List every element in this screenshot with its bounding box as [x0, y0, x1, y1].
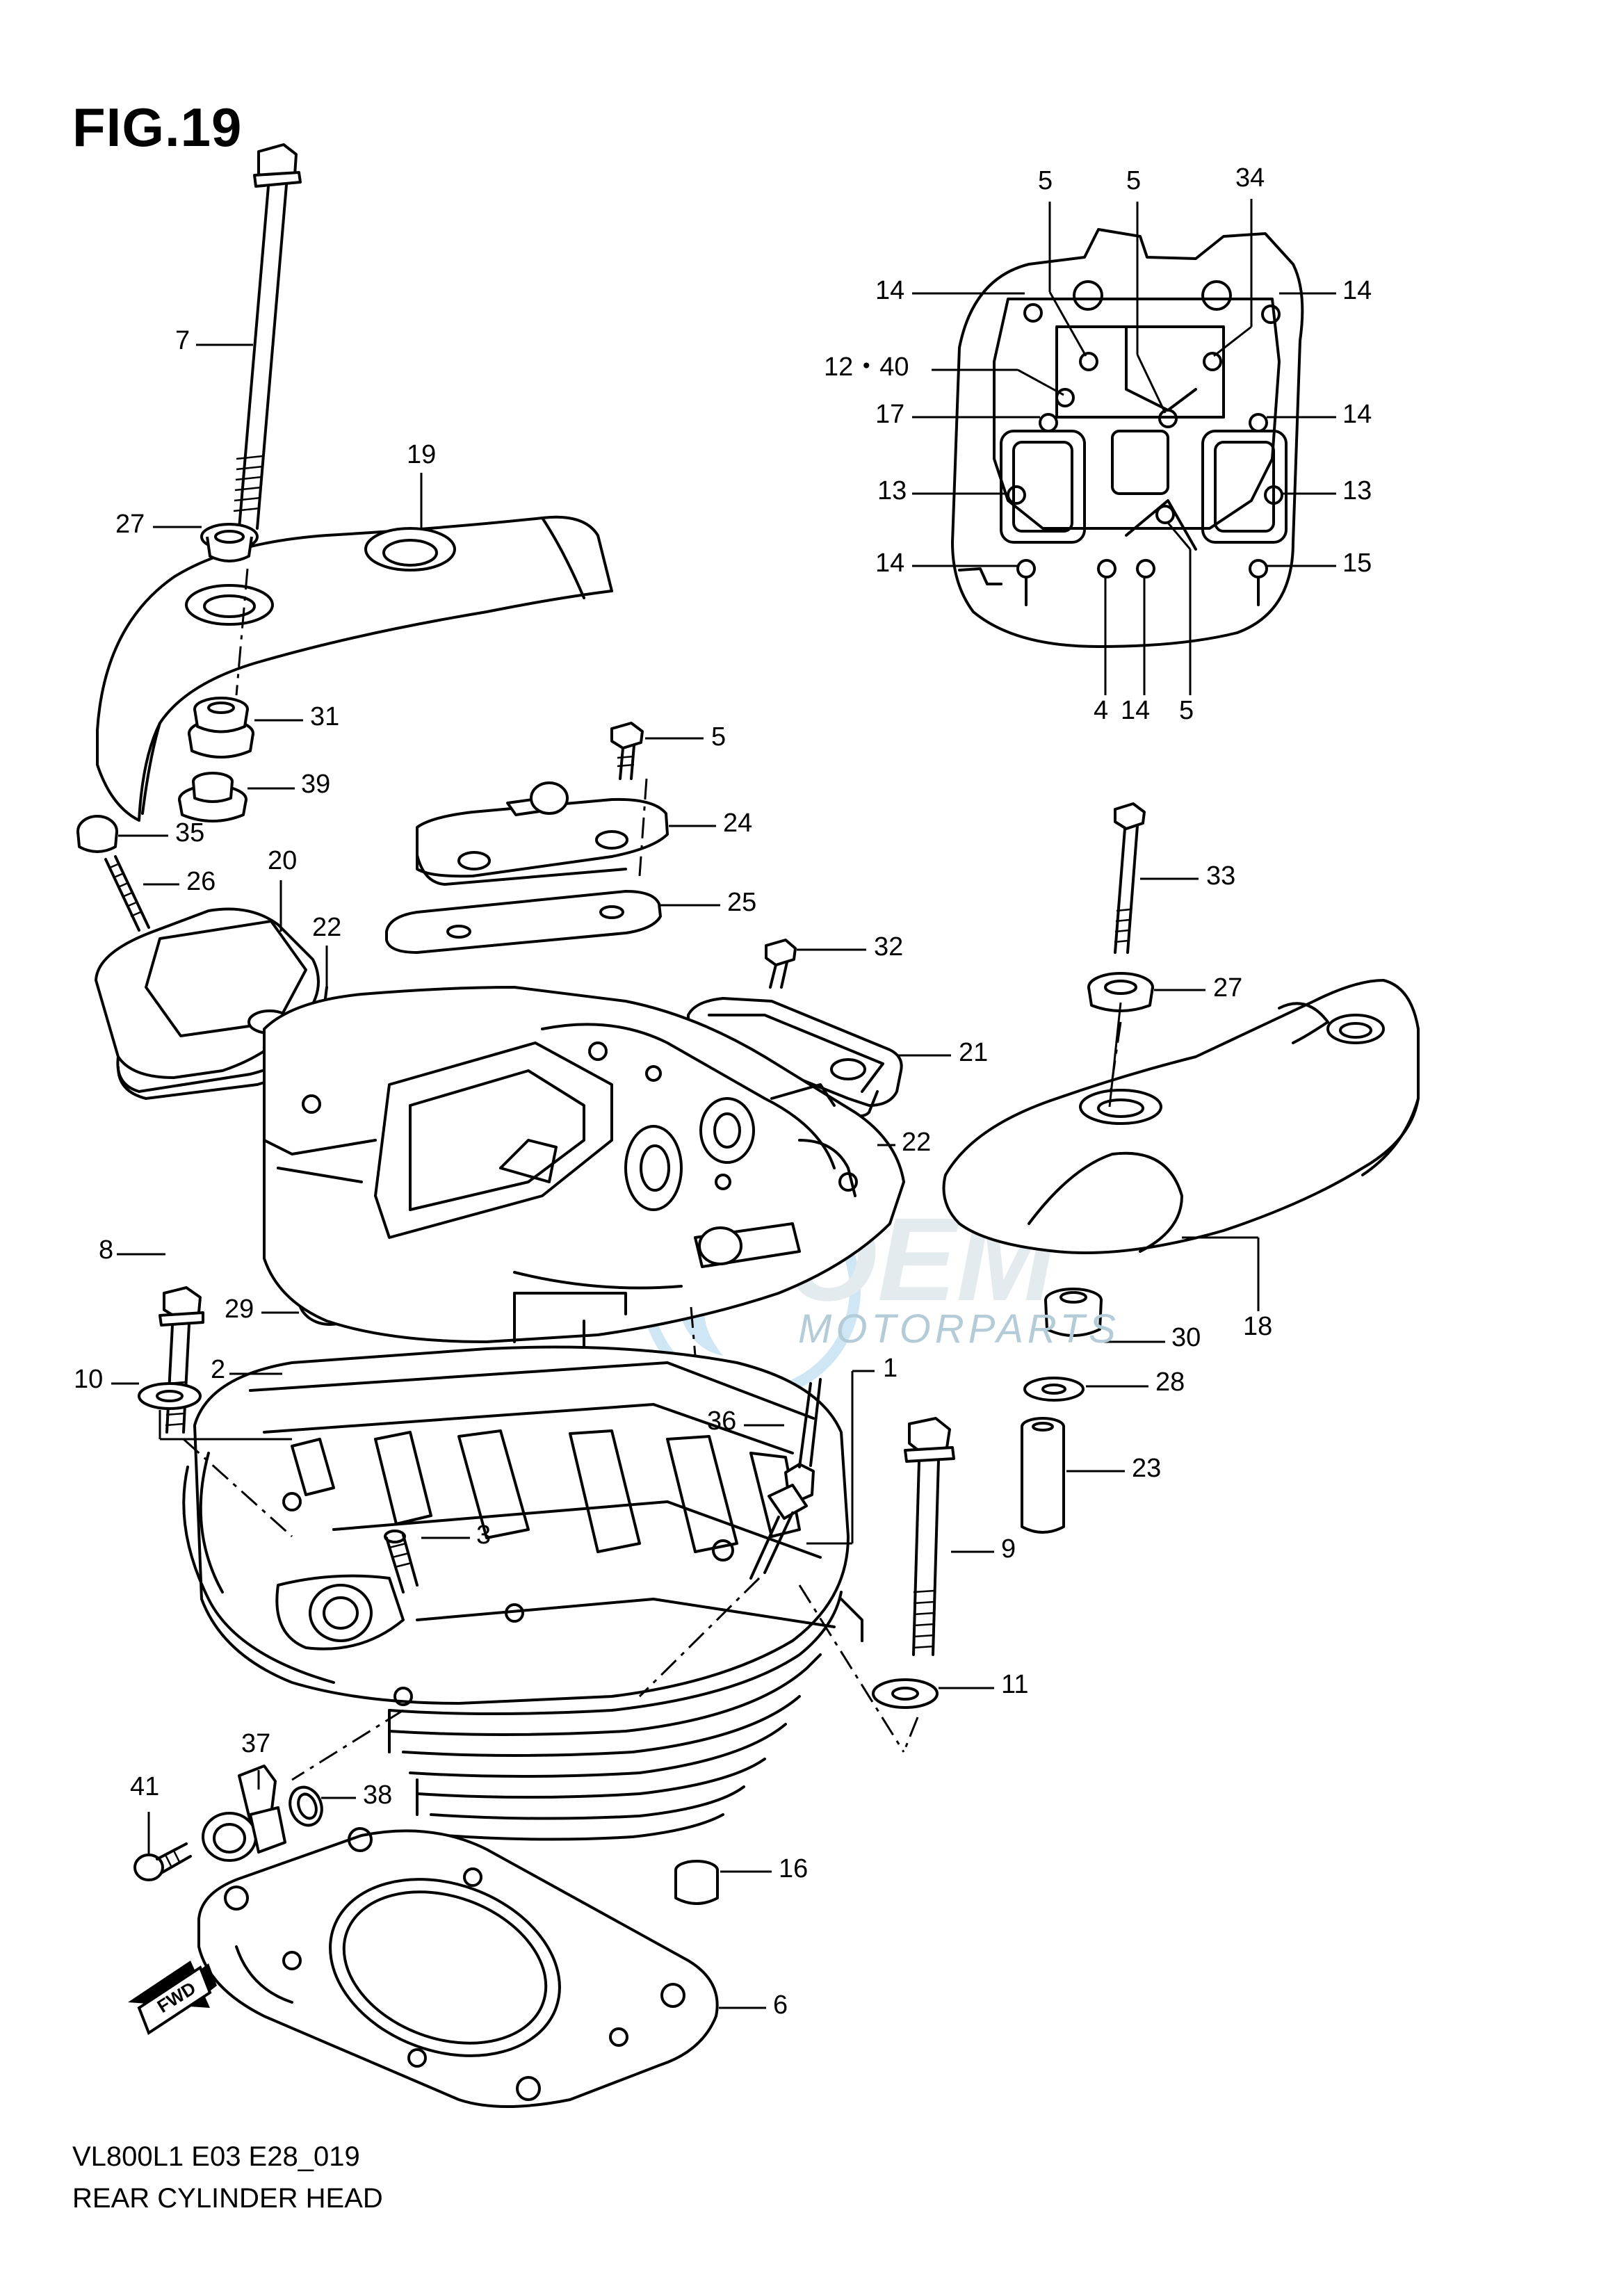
- callout-c14b: 14: [1342, 276, 1372, 305]
- callout-c23: 23: [1132, 1454, 1161, 1483]
- callout-c10: 10: [74, 1365, 103, 1394]
- part-6-head-gasket: [197, 1827, 719, 2108]
- callout-c33: 33: [1206, 861, 1235, 891]
- callout-c39: 39: [301, 770, 330, 799]
- part-37-intake-pipe: [202, 1765, 286, 1862]
- part-27-grommet-right: [1087, 972, 1154, 1012]
- part-38-o-ring: [289, 1785, 323, 1827]
- part-19-left-cover: [96, 515, 613, 822]
- callout-c20: 20: [268, 846, 297, 875]
- callout-c22b: 22: [902, 1128, 931, 1157]
- fwd-arrow-icon: FWD: [128, 1961, 217, 2036]
- callout-c5b: 5: [1126, 166, 1141, 195]
- part-32-bolt: [765, 939, 797, 989]
- inset-cylinder-head-top-view: [951, 228, 1304, 648]
- callout-c14d: 14: [875, 549, 904, 578]
- part-11-washer: [872, 1678, 939, 1709]
- callout-c7: 7: [175, 326, 190, 355]
- callout-c14a: 14: [875, 276, 904, 305]
- part-16-dowel-pin: [674, 1860, 719, 1905]
- callout-c8: 8: [99, 1235, 113, 1265]
- part-3-stud: [384, 1530, 419, 1593]
- callout-c18: 18: [1243, 1312, 1272, 1341]
- part-5-bolt: [610, 722, 644, 780]
- callout-c5c: 5: [711, 722, 726, 752]
- callout-c27b: 27: [1213, 973, 1242, 1003]
- part-7-long-bolt: [233, 143, 302, 530]
- leader-lines: [111, 199, 1336, 2009]
- callout-c1: 1: [883, 1354, 898, 1383]
- part-24-breather-cover: [416, 781, 669, 886]
- callout-c31: 31: [310, 702, 339, 731]
- callout-c3: 3: [476, 1520, 491, 1550]
- part-23-spacer: [1021, 1417, 1065, 1534]
- callout-c34: 34: [1235, 163, 1265, 193]
- part-1-cylinder-head: [182, 986, 905, 1841]
- callout-c15: 15: [1342, 549, 1372, 578]
- callout-c14e: 14: [1121, 696, 1150, 725]
- callout-c27a: 27: [115, 510, 145, 539]
- callout-c22a: 22: [312, 913, 341, 942]
- callout-c29: 29: [225, 1295, 254, 1324]
- part-8-bolt: [159, 1286, 204, 1434]
- callout-c5d: 5: [1179, 696, 1194, 725]
- callout-c12: 12・40: [824, 352, 909, 382]
- callout-c16: 16: [779, 1854, 808, 1883]
- callout-c26: 26: [186, 867, 216, 896]
- part-10-washer: [138, 1382, 202, 1410]
- callout-c35: 35: [175, 818, 204, 848]
- callout-c4: 4: [1094, 696, 1108, 725]
- callout-c19: 19: [407, 440, 436, 469]
- callout-c28: 28: [1155, 1368, 1185, 1397]
- part-9-bolt: [904, 1417, 955, 1656]
- figure-title: FIG.19: [72, 97, 243, 158]
- callout-c6: 6: [773, 1990, 788, 2020]
- watermark-text: MOTORPARTS: [798, 1306, 1120, 1352]
- callout-c30: 30: [1171, 1323, 1201, 1352]
- part-33-long-bolt: [1114, 802, 1146, 954]
- part-26-stud-bolt: [104, 855, 150, 932]
- callout-c24: 24: [723, 809, 752, 838]
- callout-c41: 41: [130, 1772, 159, 1801]
- part-28-washer: [1023, 1377, 1085, 1402]
- callout-c21: 21: [959, 1038, 988, 1067]
- callout-c11: 11: [1001, 1670, 1028, 1699]
- part-name: REAR CYLINDER HEAD: [72, 2183, 383, 2214]
- part-35-cap-nut: [76, 815, 118, 853]
- callout-c9: 9: [1001, 1534, 1016, 1564]
- part-41-screw: [133, 1842, 192, 1881]
- callout-c36: 36: [707, 1406, 736, 1436]
- callout-c38: 38: [363, 1781, 392, 1810]
- callout-c32: 32: [874, 932, 903, 962]
- callout-c2: 2: [211, 1355, 225, 1384]
- part-36-spark-plug: [749, 1378, 822, 1580]
- part-39-collar: [178, 772, 247, 822]
- part-18-right-cover: [942, 979, 1420, 1254]
- part-25-gasket: [385, 890, 662, 954]
- callout-c5a: 5: [1038, 166, 1053, 195]
- callout-c14c: 14: [1342, 400, 1372, 429]
- model-code: VL800L1 E03 E28_019: [72, 2141, 360, 2172]
- part-30-rubber-mount: [1044, 1288, 1103, 1337]
- callout-c25: 25: [727, 888, 756, 917]
- callout-c37: 37: [241, 1729, 270, 1758]
- part-27-grommet-left: [200, 523, 259, 562]
- part-31-rubber-mount: [188, 697, 254, 759]
- callout-c13b: 13: [1342, 476, 1372, 505]
- callout-c13a: 13: [877, 476, 907, 505]
- callout-c17: 17: [875, 400, 904, 429]
